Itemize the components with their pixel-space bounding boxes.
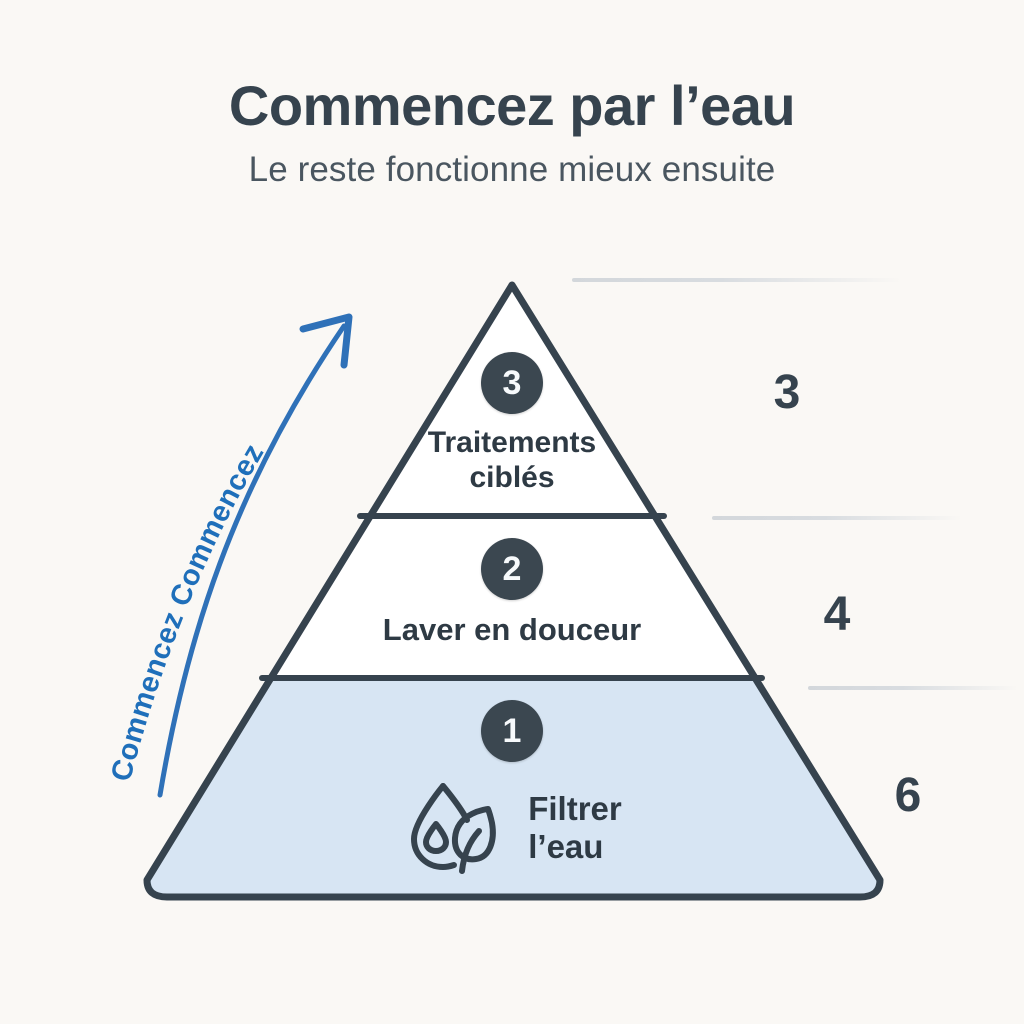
tier-3-apex[interactable]: 3 Traitements ciblés (362, 352, 662, 496)
stat-divider-line (808, 686, 1018, 690)
page-subtitle: Le reste fonctionne mieux ensuite (248, 150, 776, 190)
tier-1-base[interactable]: 1 Filtrer l’eau (287, 700, 737, 880)
tier-3-badge: 3 (481, 352, 543, 414)
side-stat-value: 3 (773, 366, 801, 419)
water-drop-leaf-icon (411, 783, 496, 874)
tier-2-middle[interactable]: 2 Laver en douceur (287, 538, 737, 648)
header: Commencez par l’eau Le reste fonctionne … (0, 76, 1024, 190)
page-title: Commencez par l’eau (228, 74, 796, 137)
tier-1-label: Filtrer l’eau (528, 789, 622, 865)
tier-3-label: Traitements ciblés (427, 426, 597, 494)
tier-2-label: Laver en douceur (382, 612, 642, 647)
pyramid-outline (143, 281, 884, 901)
stat-divider-line (712, 516, 962, 520)
tier-2-badge: 2 (481, 538, 543, 600)
tier-1-badge: 1 (481, 700, 543, 762)
stat-divider-line (572, 278, 902, 282)
side-stat-value: 4 (823, 588, 851, 641)
side-stat-value: 6 (894, 769, 922, 822)
